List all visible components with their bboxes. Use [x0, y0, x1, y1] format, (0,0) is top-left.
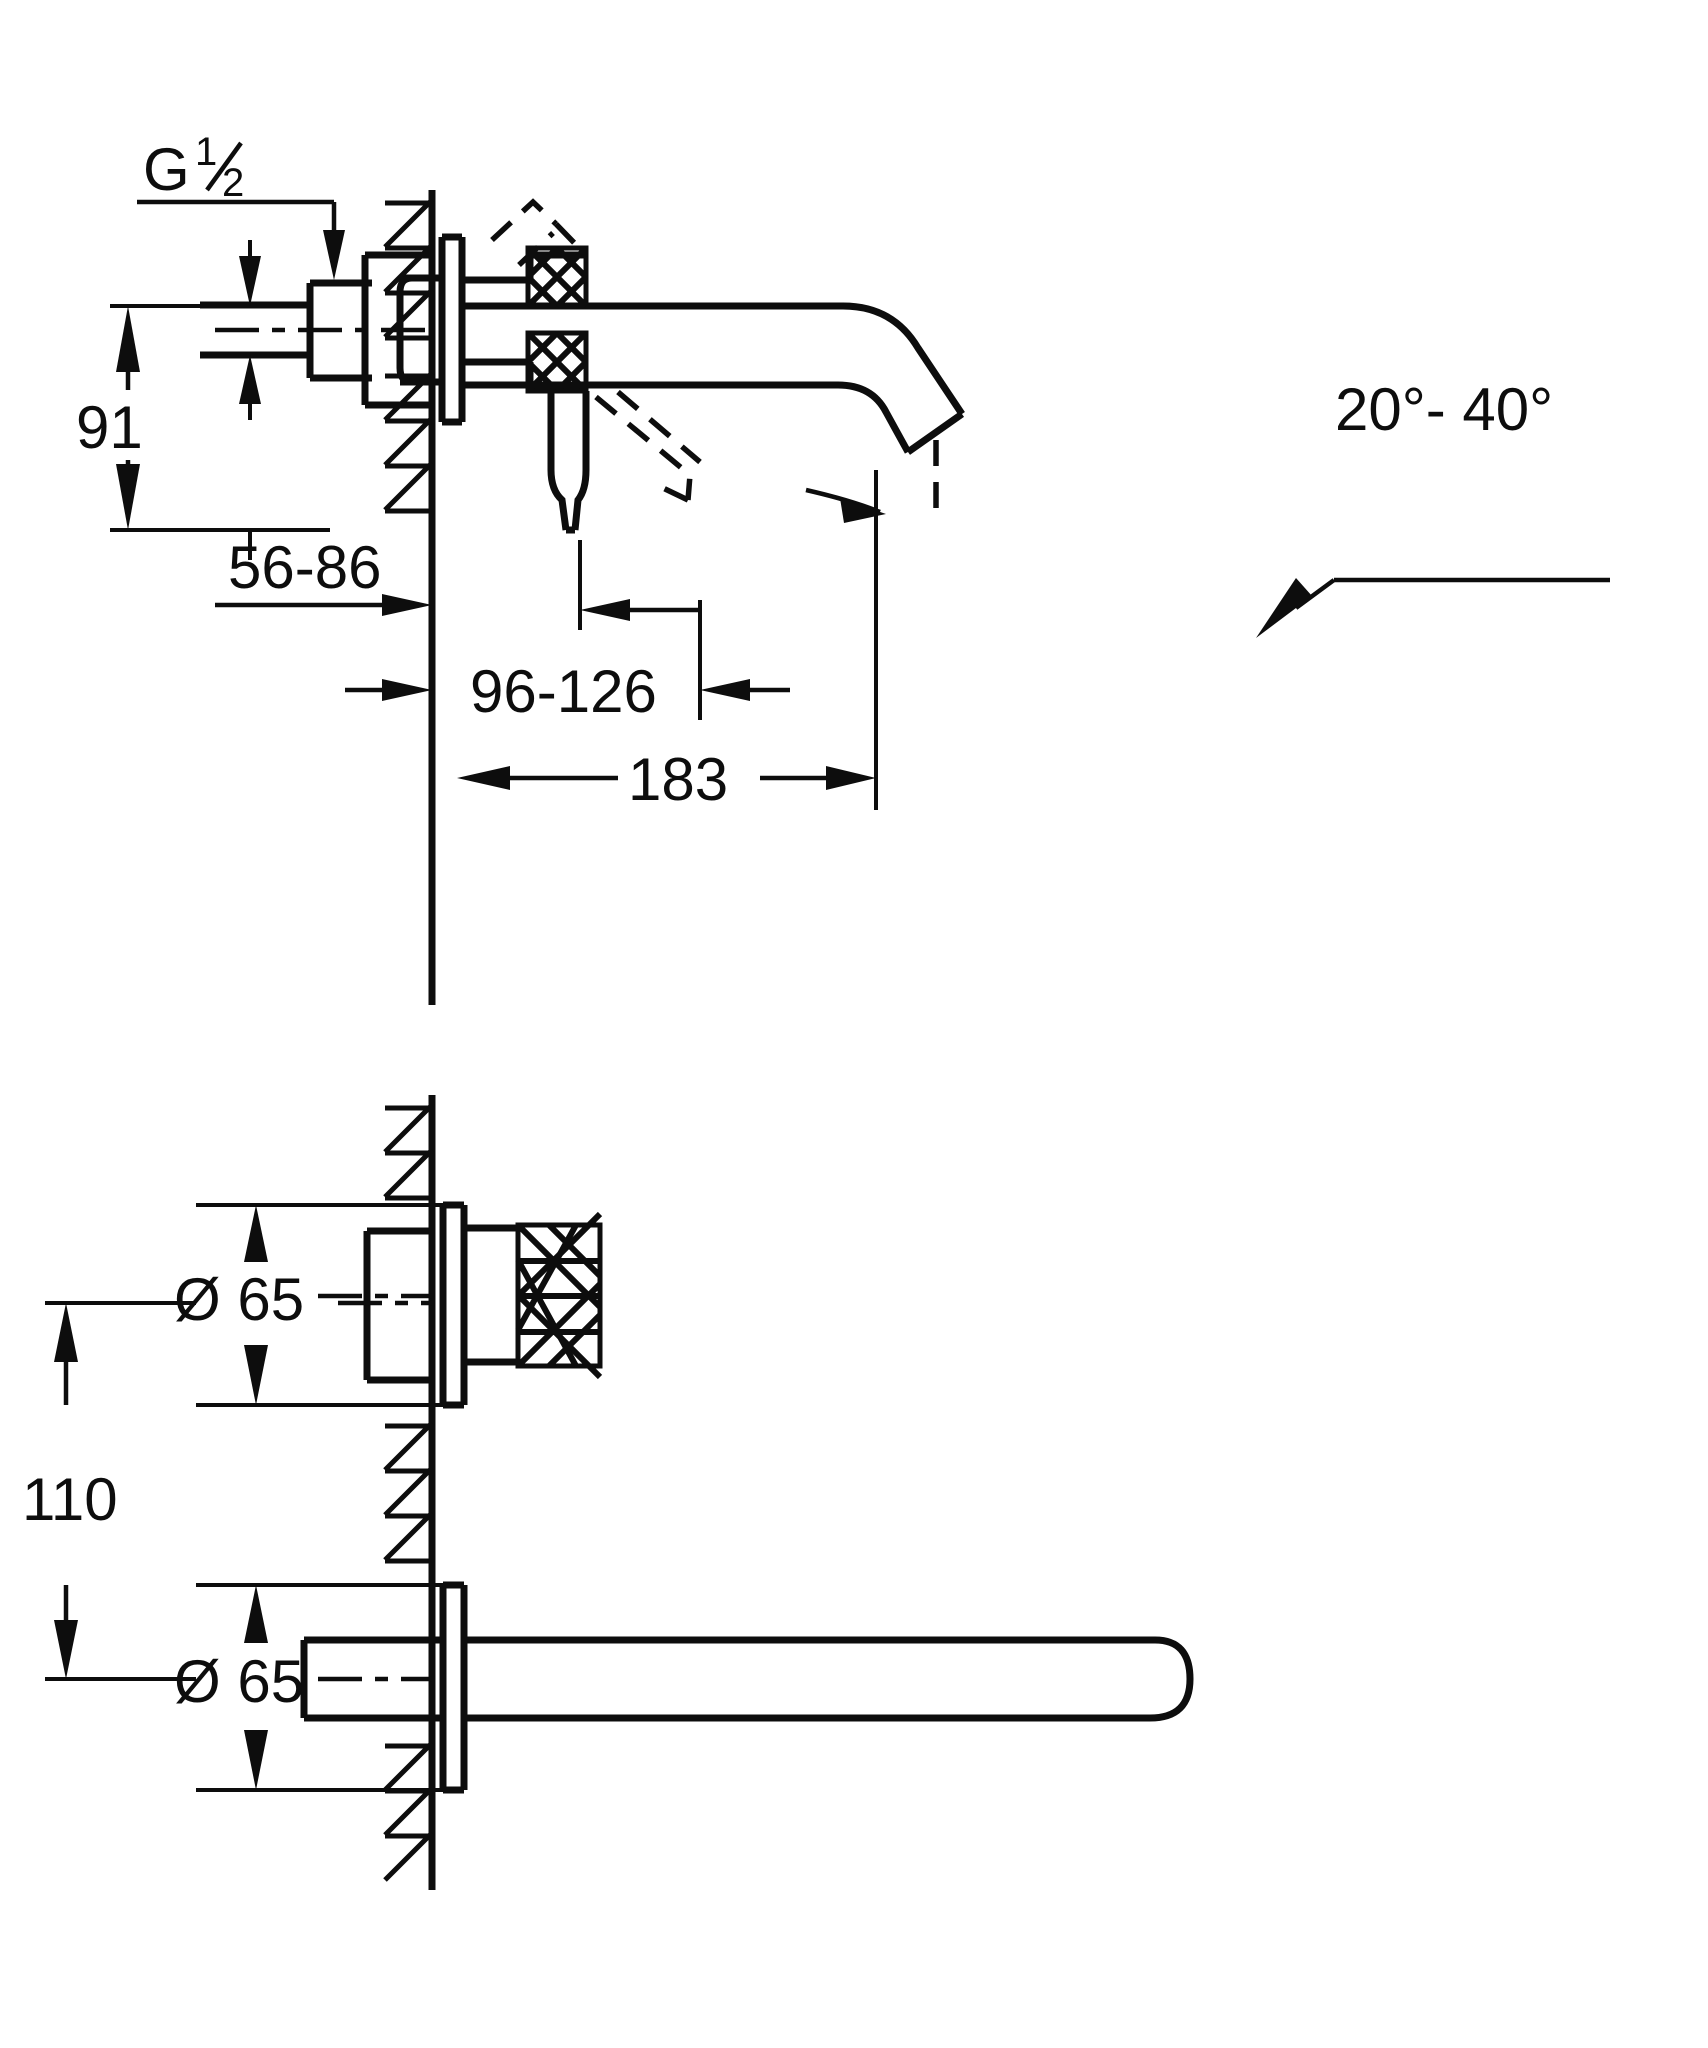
escutcheon-plate [396, 233, 466, 426]
lever-handle [547, 391, 590, 534]
arrowhead-right [382, 594, 432, 616]
spray-angle-arc [805, 487, 886, 523]
thread-callout-g-half: G 1 2 [137, 130, 345, 280]
dimension-height-91: 91 [76, 304, 330, 532]
knurl-pattern-front [515, 1211, 603, 1380]
arrowhead-arc [840, 498, 886, 523]
thread-callout-denominator: 2 [222, 161, 244, 205]
arrowhead-left [457, 766, 510, 790]
arrowhead-leader [1256, 578, 1312, 638]
dimension-label-91: 91 [76, 394, 143, 461]
dimension-label-183: 183 [628, 746, 728, 813]
arrowhead-down [323, 230, 345, 280]
dimension-diameter-lower: Ø 65 [174, 1583, 464, 1792]
arrowhead-right [826, 766, 876, 790]
lever-handle-phantom-down [594, 389, 702, 503]
handle-unit-front [318, 1201, 603, 1409]
dimension-label-110: 110 [22, 1466, 118, 1533]
spout-tube [462, 251, 843, 392]
dimension-depth-96-126: 96-126 [345, 540, 790, 1005]
spout-unit-front [300, 1581, 1194, 1794]
arrowhead-left [700, 679, 750, 701]
arrowhead-up [54, 1303, 78, 1362]
arrowhead-left [580, 599, 630, 621]
front-elevation-view: Ø 65 Ø 65 110 [22, 1095, 1194, 1890]
arrowhead-up [116, 306, 140, 372]
angle-callout-20-40: 20°- 40° [1256, 376, 1610, 638]
dimension-diameter-upper: Ø 65 [174, 1203, 464, 1407]
arrowhead-down [116, 464, 140, 530]
knurled-collar-lower [525, 330, 589, 394]
dimension-depth-56-86: 56-86 [215, 530, 432, 616]
inlet-connector [200, 279, 430, 382]
arrowhead-down [54, 1620, 78, 1679]
dimension-label-diameter-upper: Ø 65 [174, 1266, 304, 1333]
lever-handle-phantom-up [490, 198, 587, 268]
side-elevation-view: 91 G 1 2 56-86 [76, 130, 1610, 1005]
arrowhead-up [244, 1205, 268, 1262]
angle-callout-label: 20°- 40° [1335, 376, 1553, 443]
arrowhead-right [382, 679, 432, 701]
dimension-spacing-110: 110 [22, 1301, 196, 1681]
thread-callout-prefix: G [143, 136, 190, 203]
arrowhead-down [244, 1730, 268, 1790]
tube-wall-arrows [239, 240, 261, 420]
arrowhead-down [244, 1345, 268, 1405]
dimension-projection-183: 183 [457, 470, 878, 813]
dimension-label-96-126: 96-126 [470, 658, 657, 725]
arrowhead-up [244, 1585, 268, 1643]
spout-outlet [837, 302, 965, 455]
dimension-label-56-86: 56-86 [228, 534, 381, 601]
wall-symbol-front [383, 1095, 436, 1890]
knurled-collar-upper [525, 245, 589, 309]
thread-callout-numerator: 1 [195, 130, 217, 174]
dimension-label-diameter-lower: Ø 65 [174, 1648, 304, 1715]
